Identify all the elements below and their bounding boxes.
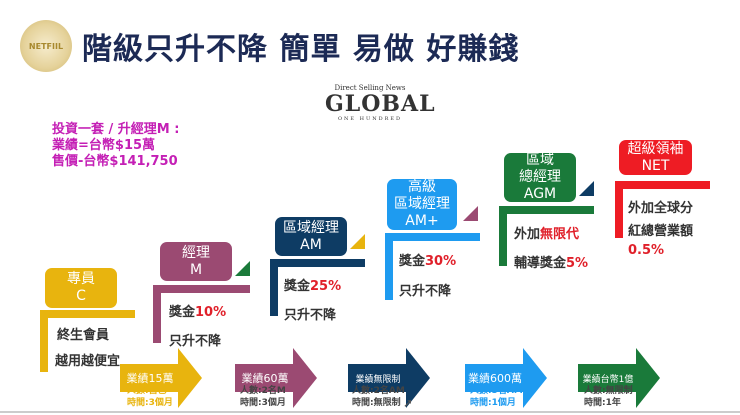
level-title: 區域經理 [283,219,339,236]
level-agm-bracket [499,206,594,214]
logo-text: NETFIIL [28,41,64,51]
level-m-bracket [153,285,250,293]
level-title: 超級領袖 [627,140,684,157]
bottom-divider [0,411,740,413]
badge-small: Direct Selling News [334,84,406,92]
arrow-label: 業績台幣1億 [578,364,638,392]
level-net-bracket [615,181,710,189]
arrow-label: 業績600萬 [465,364,525,392]
intro-line: 業績=台幣$15萬 [52,138,156,153]
badge-sub: ONE HUNDRED [337,116,403,122]
level-title: 經理 [182,244,210,261]
level-net-bracket [615,181,623,238]
level-title: 區域經理 [394,196,450,212]
level-net-line3: 0.5% [628,243,665,258]
global-100-badge: Direct Selling News GLOBAL ONE HUNDRED [325,84,436,122]
level-code: NET [641,157,670,174]
level-code: C [76,288,86,304]
triangle-icon [235,261,250,276]
level-net-line2: 紅總營業額 [628,224,694,239]
arrow-label: 業績15萬 [120,364,180,392]
level-title: 區域 [526,152,554,168]
level-am-line1: 獎金25% [284,279,342,294]
level-c-bracket [40,310,135,318]
level-amplus-bracket [385,233,480,241]
level-code: M [189,261,203,278]
triangle-icon [579,181,594,196]
level-m-bracket [153,285,161,343]
level-code: AM+ [405,213,439,229]
level-agm-line1: 外加無限代 [514,227,580,242]
arrow-details: 人數:自己時間:3個月 [127,386,173,408]
level-c-line2: 越用越便宜 [55,354,121,369]
page-title: 階級只升不降 簡單 易做 好賺錢 [82,32,520,67]
mouse-cursor-icon: ➚ [403,396,414,410]
level-m-line1: 獎金10% [169,305,227,320]
intro-line: 投資一套 / 升經理M : [52,122,180,137]
level-am-bracket [270,259,278,316]
intro-text: 投資一套 / 升經理M : 業績=台幣$15萬 售價-台幣$141,750 [52,122,179,170]
arrow-label: 業績無限制 [348,364,408,392]
level-agm-line2: 輔導獎金5% [514,256,589,271]
level-amplus-bracket [385,233,393,300]
level-c-line1: 終生會員 [57,328,110,343]
level-title: 專員 [67,271,95,287]
level-code: AM [300,236,322,253]
level-am-line2: 只升不降 [284,308,337,323]
level-code: AGM [523,186,557,202]
netfiil-logo: NETFIIL [20,20,72,72]
intro-line: 售價-台幣$141,750 [52,154,178,169]
level-title: 總經理 [519,169,561,185]
level-agm-bracket [499,206,507,266]
level-amplus-line2: 只升不降 [399,284,452,299]
arrow-details: 人數:無限制時間:1年 [584,386,633,408]
arrow-label: 業績60萬 [235,364,295,392]
badge-main: GLOBAL [325,91,436,117]
level-title: 高級 [408,179,436,195]
level-c-bracket [40,310,48,372]
level-amplus-line1: 獎金30% [399,254,457,269]
level-net-line1: 外加全球分 [628,201,694,216]
level-am-bracket [270,259,365,267]
level-m-line2: 只升不降 [169,334,222,349]
triangle-icon [463,206,478,221]
triangle-icon [350,234,365,249]
